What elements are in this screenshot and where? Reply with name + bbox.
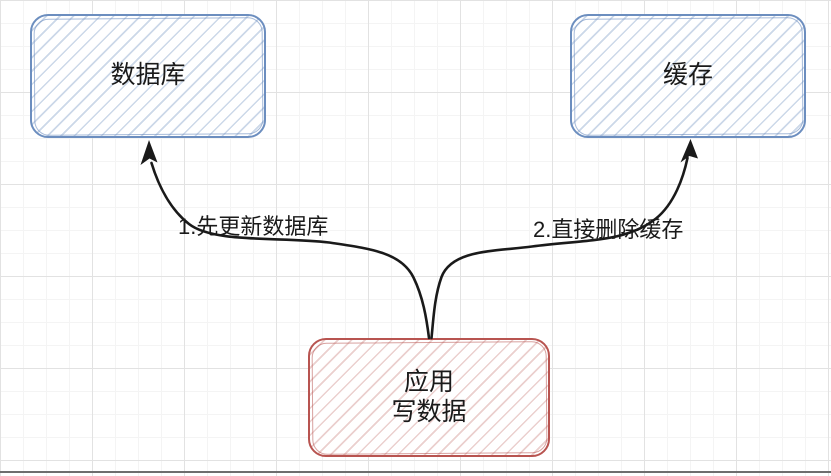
edge-delete-cache-line[interactable] [430,156,689,340]
node-database-label: 数据库 [110,61,186,90]
arrowhead-up-left-icon [140,140,158,165]
arrowhead-up-right-icon [680,139,698,163]
canvas-bottom-border [0,471,831,473]
node-app-write-data-label: 应用 写数据 [391,368,467,426]
node-cache[interactable]: 缓存 [570,14,806,138]
node-database[interactable]: 数据库 [30,14,266,138]
node-cache-label: 缓存 [662,61,713,90]
edge-update-database-label[interactable]: 1.先更新数据库 [178,214,329,239]
edge-delete-cache-label[interactable]: 2.直接删除缓存 [533,217,684,242]
edge-update-database-line[interactable] [150,161,431,340]
node-app-write-data[interactable]: 应用 写数据 [308,338,550,457]
